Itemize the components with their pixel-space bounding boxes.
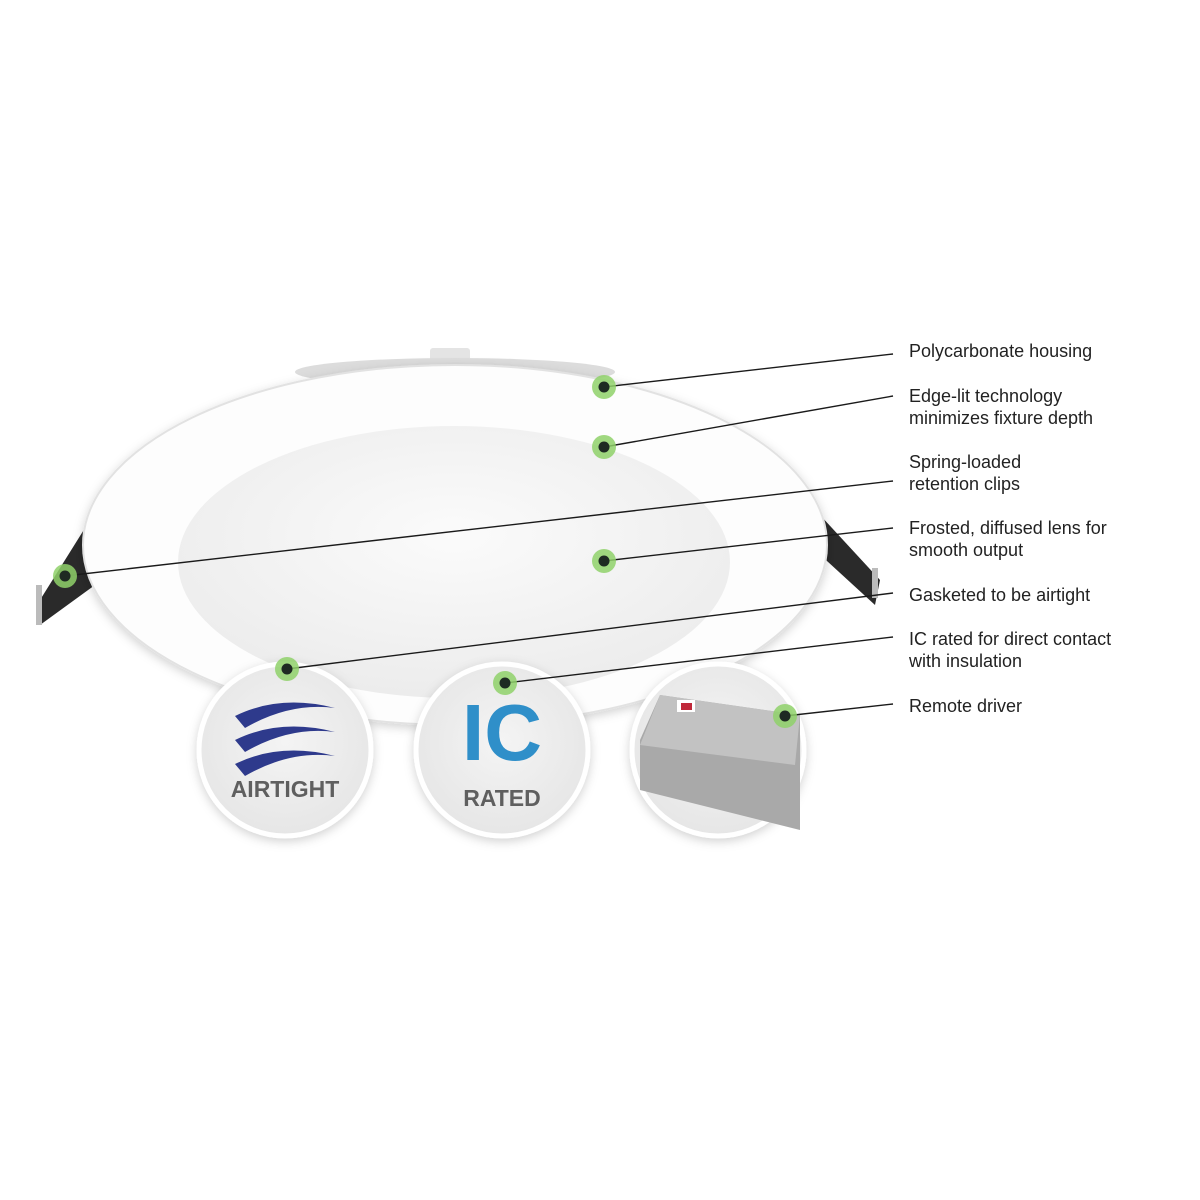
callout-dot: [53, 564, 77, 588]
remote-driver-badge: [629, 661, 807, 839]
callout-dot: [493, 671, 517, 695]
callout-dot: [773, 704, 797, 728]
airtight-label: AIRTIGHT: [231, 776, 340, 802]
airtight-badge: [196, 661, 374, 839]
callout-dots: [53, 375, 797, 728]
ic-big-text: IC: [462, 688, 542, 777]
callout-dot: [275, 657, 299, 681]
callout-dot: [592, 435, 616, 459]
rated-label: RATED: [463, 785, 541, 811]
callout-polycarbonate-housing: Polycarbonate housing: [909, 341, 1093, 361]
callout-dot: [592, 549, 616, 573]
remote-driver-image: [640, 695, 800, 830]
retention-clip-right: [815, 515, 880, 605]
leader-lines: [64, 353, 894, 717]
diffused-lens: [178, 426, 730, 698]
callout-remote-driver: Remote driver: [909, 696, 1023, 716]
callout-gasketed: Gasketed to be airtight: [909, 585, 1091, 605]
ic-rated-badge: [413, 661, 591, 839]
callout-dot: [592, 375, 616, 399]
waves-icon: [235, 702, 335, 776]
downlight-fixture: [82, 348, 828, 726]
